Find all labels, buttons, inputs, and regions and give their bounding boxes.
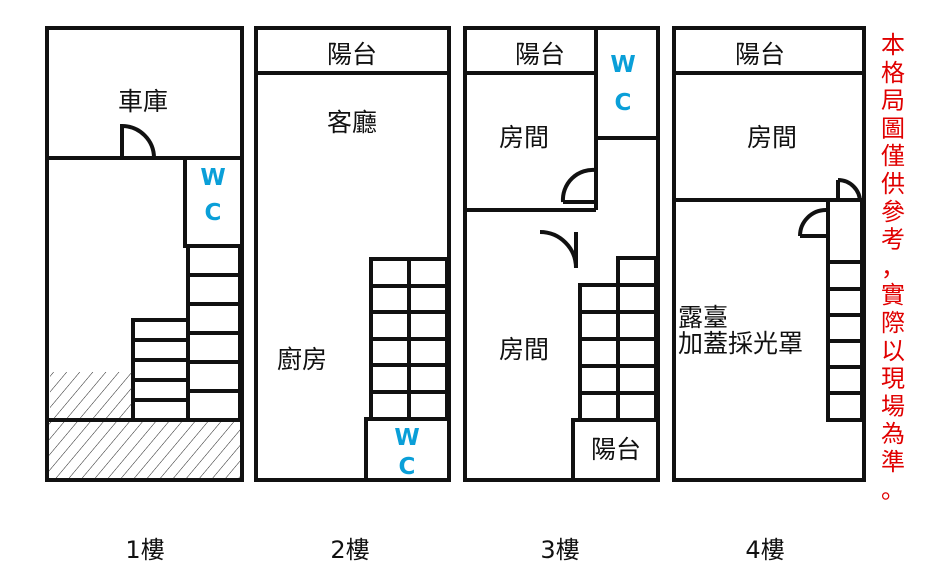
- floor-3-balcony-bottom: [571, 418, 660, 482]
- floor-3-door-lower-icon: [539, 230, 578, 269]
- floor-1-garage-label: 車庫: [118, 87, 168, 116]
- note-char: 實: [881, 281, 905, 309]
- floor-2-label: 2樓: [330, 536, 369, 564]
- floor-3-label: 3樓: [540, 536, 579, 564]
- floor-3-balcony-bottom-label: 陽台: [591, 435, 641, 464]
- floor-1-hatch-upper: [50, 372, 132, 420]
- floor-2-wc-w: W: [394, 425, 419, 451]
- note-char: 圖: [881, 114, 905, 142]
- note-char: 局: [881, 87, 905, 115]
- floor-2-outline: [254, 26, 451, 482]
- note-char: 本: [881, 31, 905, 59]
- floor-4-stairs: [826, 198, 864, 422]
- floor-2-plan: 陽台 客廳 廚房 W C: [254, 26, 451, 482]
- note-char: 考: [881, 226, 905, 254]
- floor-1-label: 1樓: [125, 536, 164, 564]
- note-char: 格: [881, 59, 905, 87]
- note-char: 。: [881, 476, 905, 504]
- floor-1-wc-c: C: [205, 200, 222, 226]
- floor-2-wc-c: C: [399, 454, 416, 480]
- floor-4-room-label: 房間: [747, 123, 797, 152]
- note-char: 際: [881, 309, 905, 337]
- floor-4-label: 4樓: [745, 536, 784, 564]
- floor-1-stairs: [131, 244, 242, 422]
- note-char: 以: [881, 337, 905, 365]
- note-char: 場: [881, 392, 905, 420]
- floor-1-wc-w: W: [200, 165, 225, 191]
- floor-1-hatch-lower: [49, 420, 240, 478]
- floor-3-wc-w: W: [610, 52, 635, 78]
- note-char: ，: [881, 253, 905, 281]
- note-char: 現: [881, 365, 905, 393]
- note-char: 僅: [881, 142, 905, 170]
- note-char: 供: [881, 170, 905, 198]
- floor-2-kitchen-label: 廚房: [277, 345, 327, 374]
- floor-4-outline: [672, 26, 866, 482]
- floor-2-living-label: 客廳: [327, 108, 377, 137]
- floor-3-outline: [463, 26, 660, 482]
- floor-4-door-lower-icon: [798, 208, 827, 237]
- floor-3-stairs: [578, 256, 658, 422]
- floor-4-terrace-line2: 加蓋採光罩: [678, 329, 803, 358]
- floor-4-terrace-line1: 露臺: [678, 303, 728, 332]
- floor-4-balcony-label: 陽台: [735, 40, 785, 69]
- floor-1-plan: 車庫 W C: [45, 26, 244, 482]
- floor-3-plan: 陽台 W C 房間 房間 陽台: [463, 26, 660, 482]
- floor-1-door-icon: [120, 123, 156, 159]
- floor-3-room-bottom-label: 房間: [499, 335, 549, 364]
- floor-2-wc: [364, 417, 451, 482]
- floor-3-room-top-label: 房間: [499, 123, 549, 152]
- floor-4-plan: 陽台 房間 露臺 加蓋採光罩: [672, 26, 866, 482]
- note-char: 參: [881, 198, 905, 226]
- floor-3-balcony-top-label: 陽台: [515, 40, 565, 69]
- floor-2-stairs: [369, 257, 449, 421]
- floor-3-door-upper-icon: [560, 167, 597, 203]
- note-char: 為: [881, 420, 905, 448]
- floor-3-wc-c: C: [615, 90, 632, 116]
- floor-2-balcony-label: 陽台: [327, 40, 377, 69]
- note-char: 準: [881, 448, 905, 476]
